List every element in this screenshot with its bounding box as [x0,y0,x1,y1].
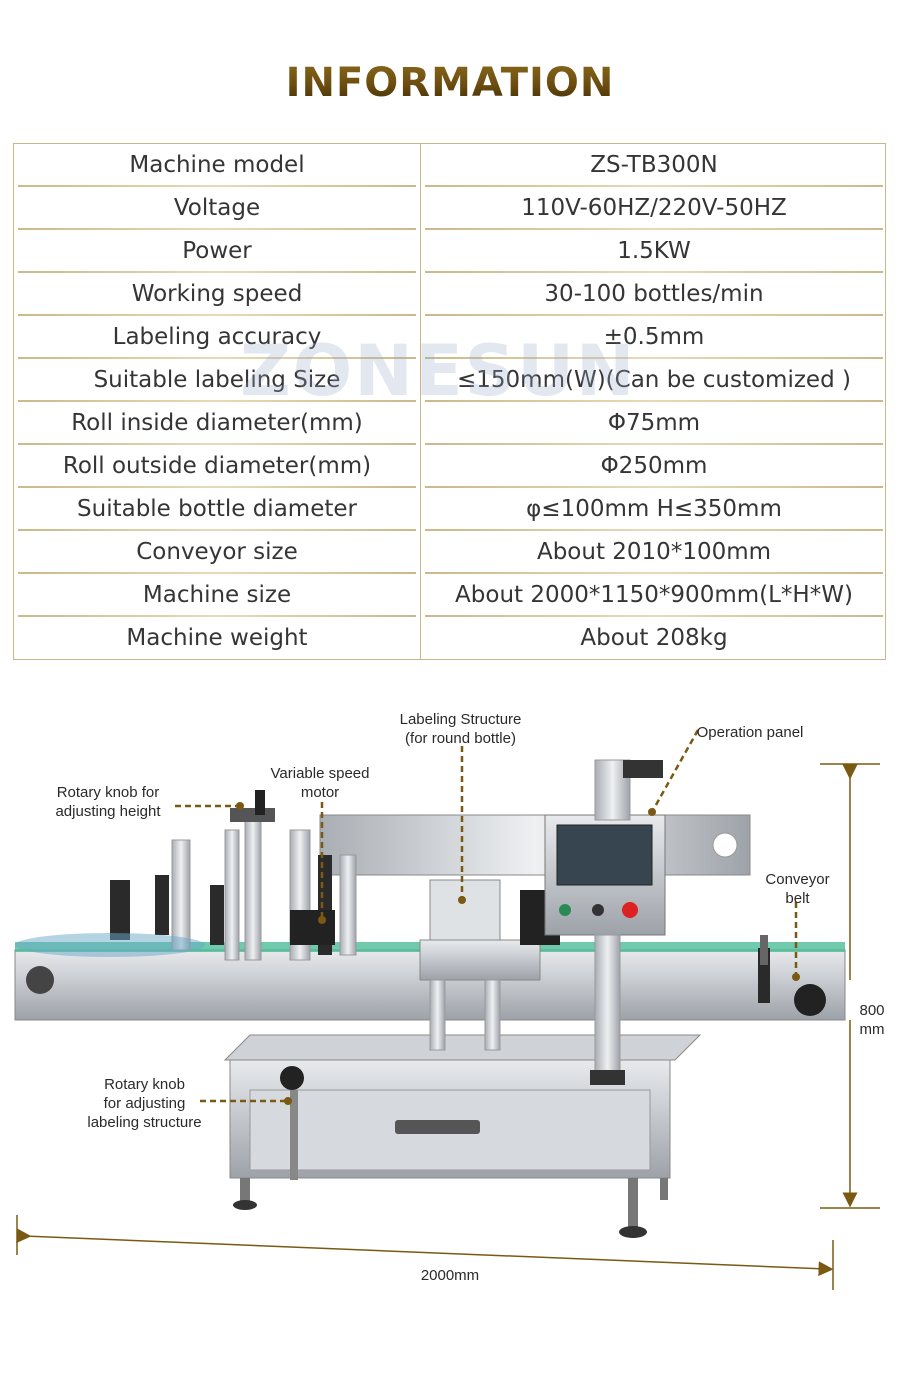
spec-name: Machine size [142,582,292,608]
spec-value: φ≤100mm H≤350mm [526,496,782,522]
spec-value: About 2010*100mm [536,539,772,565]
table-row: Machine size About 2000*1150*900mm(L*H*W… [14,574,885,617]
table-row: Suitable bottle diameter φ≤100mm H≤350mm [14,488,885,531]
label-roll-disc [15,933,205,957]
column-divider [420,144,421,659]
spec-name: Power [182,238,252,264]
spec-name: Labeling accuracy [112,324,322,350]
spec-value: 30-100 bottles/min [544,281,764,307]
spec-value: 110V-60HZ/220V-50HZ [521,195,787,221]
label-conveyor-belt: Conveyor belt [765,871,830,907]
label-rotary-knob-height: Rotary knob for adjusting height [55,784,161,820]
spec-name: Roll inside diameter(mm) [71,410,363,436]
spec-value: Φ250mm [600,453,708,479]
spec-name: Machine weight [126,625,308,651]
table-row: Conveyor size About 2010*100mm [14,531,885,574]
spec-name: Conveyor size [136,539,298,565]
spec-value: ≤150mm(W)(Can be customized ) [457,367,851,393]
label-rotary-knob-labeling: Rotary knob for adjusting labeling struc… [87,1076,202,1131]
spec-name: Suitable bottle diameter [77,496,357,522]
table-row: Suitable labeling Size ≤150mm(W)(Can be … [14,359,885,402]
drawer-handle [395,1120,480,1134]
table-row: Roll inside diameter(mm) Φ75mm [14,402,885,445]
length-dimension: 2000mm [420,1267,480,1284]
rotary-knob [280,1066,304,1090]
spec-name: Working speed [131,281,303,307]
spec-table: Machine model ZS-TB300N Voltage 110V-60H… [13,143,886,660]
table-row: Machine weight About 208kg [14,617,885,660]
spec-name: Voltage [173,195,261,221]
label-labeling-structure: Labeling Structure (for round bottle) [399,711,522,747]
table-row: Voltage 110V-60HZ/220V-50HZ [14,187,885,230]
spec-value: About 2000*1150*900mm(L*H*W) [455,582,853,608]
page-title: INFORMATION [0,60,900,106]
label-variable-speed-motor: Variable speed motor [270,765,370,801]
back-plate [319,814,751,876]
spec-value: ZS-TB300N [590,152,718,178]
spec-name: Machine model [129,152,305,178]
spec-name: Suitable labeling Size [93,367,341,393]
spec-value: About 208kg [580,625,728,651]
spec-value: Φ75mm [607,410,701,436]
label-operation-panel: Operation panel [696,724,804,741]
table-row: Roll outside diameter(mm) Φ250mm [14,445,885,488]
spec-value: 1.5KW [617,238,691,264]
spec-name: Roll outside diameter(mm) [62,453,372,479]
table-row: Machine model ZS-TB300N [14,144,885,187]
height-dimension: 800 mm [859,1002,885,1038]
table-row: Working speed 30-100 bottles/min [14,273,885,316]
spec-value: ±0.5mm [603,324,705,350]
machine-illustration [14,729,880,1290]
table-row: Labeling accuracy ±0.5mm [14,316,885,359]
table-row: Power 1.5KW [14,230,885,273]
motor [290,910,335,945]
